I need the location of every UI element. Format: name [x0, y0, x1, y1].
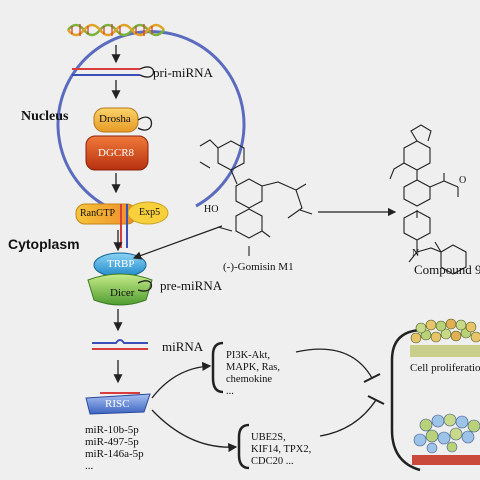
gomisin-ho-label: HO: [204, 205, 218, 215]
dna-helix-icon: [68, 24, 164, 36]
dicer-label: Dicer: [110, 288, 134, 299]
mature-mirna-duplex: [92, 340, 148, 349]
nucleus-membrane: [58, 32, 244, 206]
gene-item: UBE2S,: [251, 432, 311, 444]
pre-mirna-label: pre-miRNA: [160, 279, 222, 292]
pathway-list: PI3K-Akt, MAPK, Ras, chemokine ...: [226, 350, 280, 398]
cell-proliferation-cluster-icon: [410, 319, 480, 357]
arrow-gomisin-to-trbp: [134, 226, 222, 258]
pri-mirna-strand: [72, 67, 154, 77]
gene-list: UBE2S, KIF14, TPX2, CDC20 ...: [251, 432, 311, 468]
nucleus-label: Nucleus: [21, 110, 68, 124]
mirna-item: miR-10b-5p: [85, 424, 144, 436]
mirna-item: miR-497-5p: [85, 436, 144, 448]
pathway-bracket: [213, 343, 223, 392]
mirna-item: ...: [85, 460, 144, 472]
pathway-item: ...: [226, 386, 280, 398]
pathway-inhibition: [296, 349, 380, 382]
cell-proliferation-label: Cell proliferation: [410, 363, 480, 374]
mirna-item: miR-146a-5p: [85, 448, 144, 460]
rangtp-label: RanGTP: [80, 209, 115, 219]
gene-item: KIF14, TPX2,: [251, 444, 311, 456]
pathway-item: PI3K-Akt,: [226, 350, 280, 362]
cytoplasm-label: Cytoplasm: [8, 237, 80, 251]
arrow-risc-to-genes: [152, 410, 236, 447]
compound9-label: Compound 9: [414, 263, 480, 276]
mirna-list: miR-10b-5p miR-497-5p miR-146a-5p ...: [85, 424, 144, 472]
mirna-label: miRNA: [162, 340, 203, 353]
compound9-o-label: O: [459, 176, 466, 186]
pathway-item: chemokine: [226, 374, 280, 386]
pathway-item: MAPK, Ras,: [226, 362, 280, 374]
exp5-label: Exp5: [139, 208, 160, 218]
dgcr8-label: DGCR8: [98, 148, 134, 159]
pri-mirna-label: pri-miRNA: [153, 66, 213, 79]
gomisin-label: (-)-Gomisin M1: [223, 262, 294, 273]
arrow-risc-to-pathways: [152, 366, 210, 398]
gene-inhibition: [320, 396, 384, 436]
gomisin-structure: [200, 140, 312, 256]
gene-item: CDC20 ...: [251, 456, 311, 468]
compound9-n-label: N: [412, 249, 419, 259]
risc-label: RISC: [105, 399, 129, 410]
trbp-label: TRBP: [107, 259, 135, 270]
cell-cluster-2-icon: [412, 414, 480, 465]
drosha-label: Drosha: [99, 114, 131, 125]
compound9-structure: [390, 125, 466, 274]
gene-bracket: [239, 425, 249, 468]
